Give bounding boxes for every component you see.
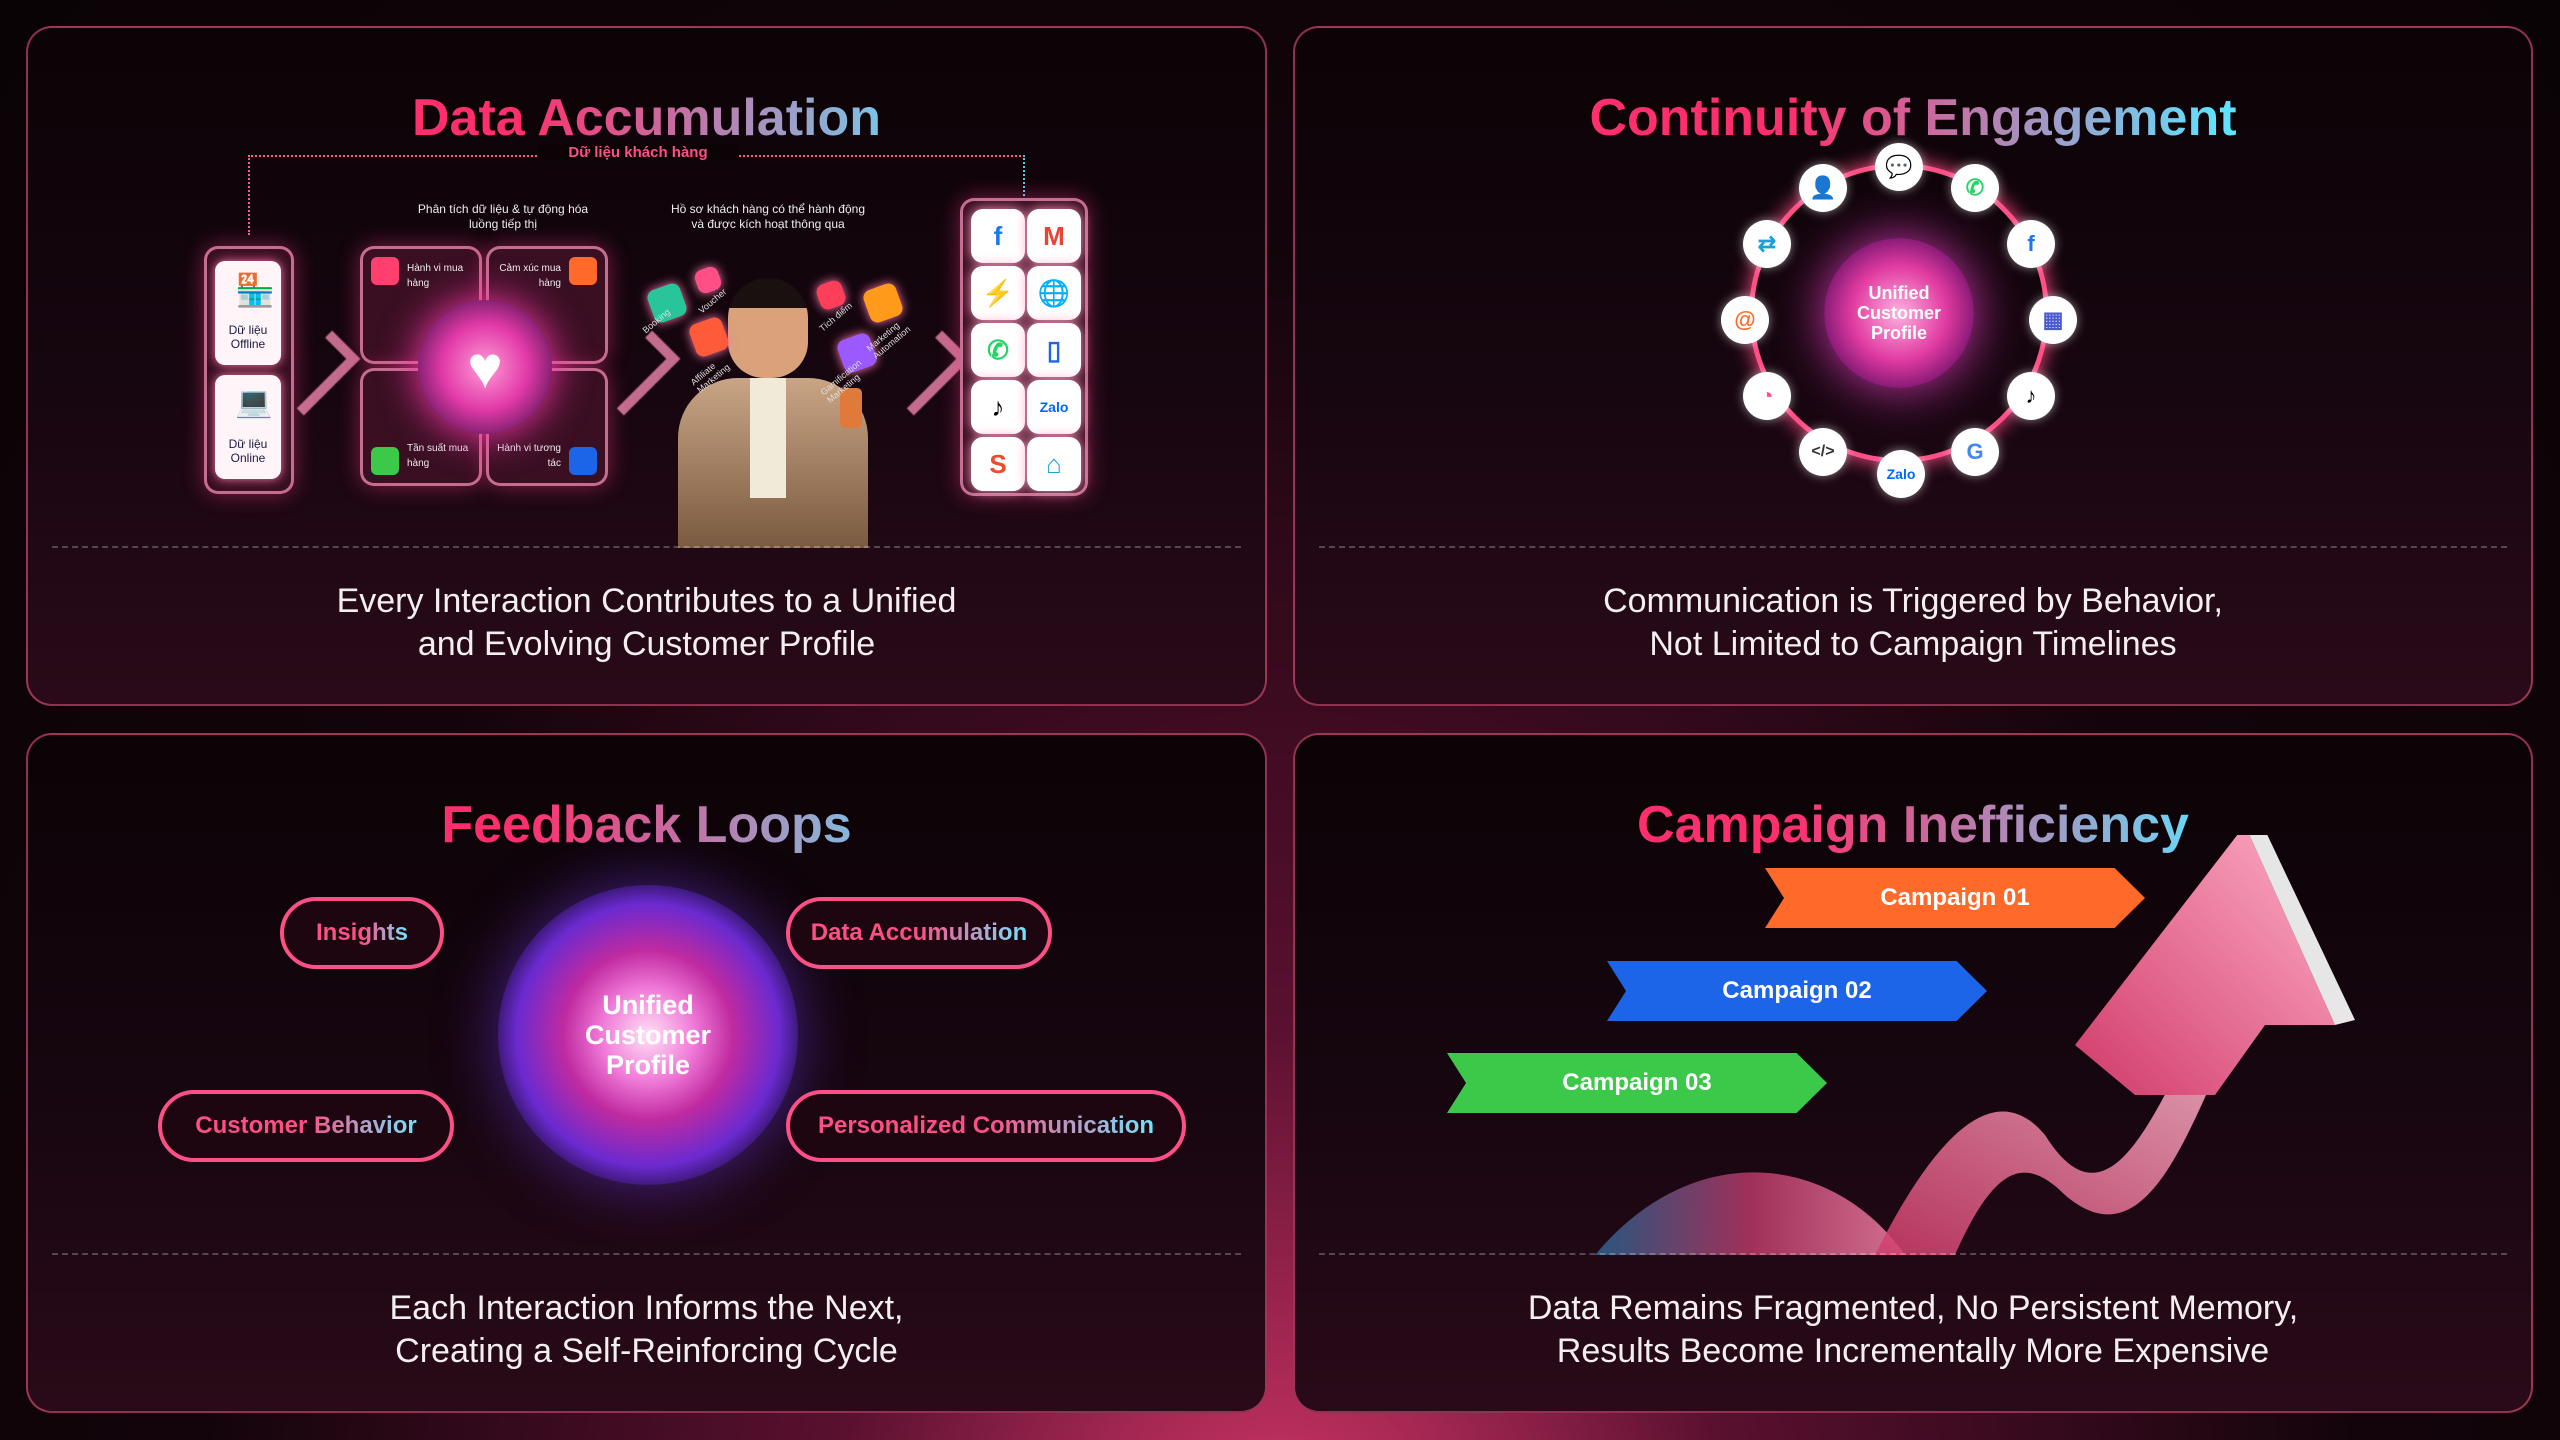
web-icon: 🌐 [1027, 266, 1081, 320]
store-icon: 🏪 [235, 272, 275, 308]
label: Data Accumulation [810, 919, 1028, 946]
up-arrow-shape [2075, 835, 2335, 1095]
subtitle-line: Data Remains Fragmented, No Persistent M… [1527, 1289, 2299, 1327]
user-icon: 👤 [1799, 164, 1847, 212]
subtitle-line: Every Interaction Contributes to a Unifi… [336, 582, 957, 620]
online-label: Dữ liệu Online [228, 437, 268, 465]
panel-continuity-of-engagement: Continuity of Engagement Unified Custome… [1293, 26, 2533, 706]
label: Personalized Communication [817, 1112, 1155, 1139]
wave-shape [1595, 1172, 1905, 1255]
person-image [658, 258, 898, 548]
data-sources-card: 🏪 Dữ liệu Offline 💻 Dữ liệu Online [204, 246, 294, 494]
panel-feedback-loops: Feedback Loops Unified Customer Profile … [26, 733, 1267, 1413]
gmail-icon: M [1027, 209, 1081, 263]
panel-subtitle: Every Interaction Contributes to a Unifi… [28, 580, 1265, 666]
buy-icon [371, 447, 399, 475]
label: Campaign 01 [1880, 884, 2030, 911]
campaign-01-banner: Campaign 01 [1765, 868, 2145, 928]
tiktok-icon: ♪ [971, 380, 1025, 434]
laptop-icon: 💻 [235, 386, 273, 419]
panel-campaign-inefficiency: Campaign Inefficiency Campaign 01 Campai… [1293, 733, 2533, 1413]
label: Insights [315, 919, 408, 946]
divider [52, 546, 1241, 548]
offline-label: Dữ liệu Offline [228, 323, 268, 351]
online-data-card: 💻 Dữ liệu Online [215, 375, 281, 479]
quadrant-label: Hành vi tương tác [497, 443, 561, 469]
shopee-icon: S [971, 437, 1025, 491]
campaign-02-banner: Campaign 02 [1607, 961, 1987, 1021]
cart-icon [371, 257, 399, 285]
label: Campaign 02 [1722, 977, 1872, 1004]
thumbs-up-icon [569, 447, 597, 475]
offline-data-card: 🏪 Dữ liệu Offline [215, 261, 281, 365]
store-icon: ⌂ [1027, 437, 1081, 491]
emoji-icon [569, 257, 597, 285]
ribbon-shape [1875, 1075, 2215, 1255]
profile-caption: Hồ sơ khách hàng có thể hành động và đượ… [670, 202, 865, 231]
customer-behavior-pill: Customer Behavior [158, 1090, 454, 1162]
subtitle-line: Results Become Incrementally More Expens… [1556, 1332, 2270, 1370]
panel-title: Data Accumulation [28, 88, 1265, 148]
whatsapp-icon: ✆ [971, 323, 1025, 377]
share-icon: ⇄ [1743, 220, 1791, 268]
growth-arrow-illustration [1595, 835, 2355, 1255]
chat-icon: 💬 [1875, 143, 1923, 191]
email-icon: @ [1721, 296, 1769, 344]
panel-subtitle: Data Remains Fragmented, No Persistent M… [1295, 1287, 2531, 1373]
campaign-03-banner: Campaign 03 [1447, 1053, 1827, 1113]
panel-title: Continuity of Engagement [1295, 88, 2531, 148]
panel-title: Feedback Loops [28, 795, 1265, 855]
flow-line [248, 155, 1025, 235]
insights-pill: Insights [280, 897, 444, 969]
panel-title: Campaign Inefficiency [1295, 795, 2531, 855]
facebook-icon: f [971, 209, 1025, 263]
analysis-caption: Phân tích dữ liệu & tự động hóa luồng ti… [417, 202, 589, 231]
whatsapp-icon: ✆ [1951, 164, 1999, 212]
facebook-icon: f [2007, 220, 2055, 268]
panel-data-accumulation: Data Accumulation Dữ liệu khách hàng 🏪 D… [26, 26, 1267, 706]
zalo-icon: Zalo [1877, 450, 1925, 498]
subtitle-line: Each Interaction Informs the Next, [389, 1289, 904, 1327]
subtitle-line: and Evolving Customer Profile [417, 625, 876, 663]
customer-data-label: Dữ liệu khách hàng [538, 144, 738, 161]
heart-orb: ♥ [418, 300, 552, 434]
chart-icon: ◔ [1743, 372, 1791, 420]
google-icon: G [1951, 428, 1999, 476]
data-accumulation-pill: Data Accumulation [786, 897, 1052, 969]
app-icon: ▯ [1027, 323, 1081, 377]
zalo-label: Zalo [1886, 466, 1916, 482]
label: Customer Behavior [195, 1112, 417, 1139]
divider [1319, 1253, 2507, 1255]
tiktok-icon: ♪ [2007, 372, 2055, 420]
zalo-icon: Zalo [1027, 380, 1081, 434]
divider [1319, 546, 2507, 548]
label: Campaign 03 [1562, 1069, 1712, 1096]
unified-profile-orb: Unified Customer Profile [1824, 238, 1974, 388]
unified-profile-orb: Unified Customer Profile [498, 885, 798, 1185]
code-icon: </> [1799, 428, 1847, 476]
subtitle-line: Communication is Triggered by Behavior, [1603, 582, 2223, 620]
quadrant-label: Hành vi mua hàng [407, 263, 464, 289]
subtitle-line: Creating a Self-Reinforcing Cycle [395, 1332, 898, 1370]
subtitle-line: Not Limited to Campaign Timelines [1649, 625, 2177, 663]
panel-subtitle: Communication is Triggered by Behavior, … [1295, 580, 2531, 666]
personalized-communication-pill: Personalized Communication [786, 1090, 1186, 1162]
calculator-icon: ▦ [2029, 296, 2077, 344]
quadrant-label: Tần suất mua hàng [407, 443, 469, 469]
messenger-icon: ⚡ [971, 266, 1025, 320]
panel-subtitle: Each Interaction Informs the Next, Creat… [28, 1287, 1265, 1373]
channels-card: f M ⚡ 🌐 ✆ ▯ ♪ Zalo S ⌂ [960, 198, 1088, 496]
divider [52, 1253, 1241, 1255]
quadrant-label: Cảm xúc mua hàng [499, 263, 561, 289]
